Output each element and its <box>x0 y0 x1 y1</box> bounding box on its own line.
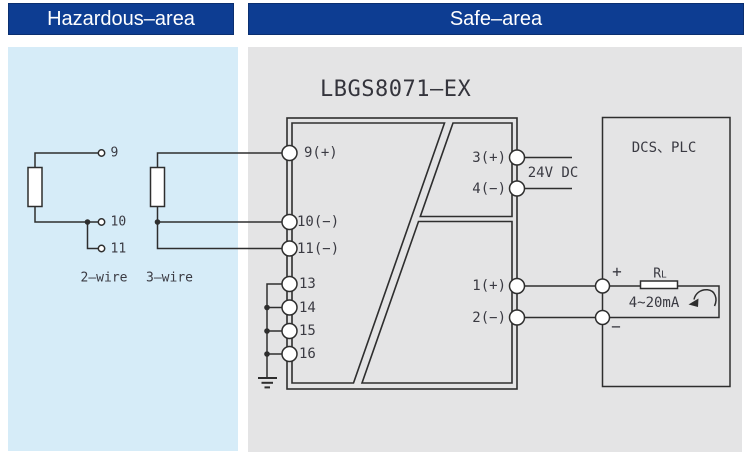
terminal-label-11minus: 11(−) <box>297 240 340 257</box>
terminal-label-4minus: 4(−) <box>472 180 506 197</box>
device-title: LBGS8071—EX <box>320 77 472 102</box>
terminal-label-13: 13 <box>299 276 316 292</box>
two-wire-caption: 2–wire <box>80 270 128 285</box>
dcs-plc-label: DCS、PLC <box>631 139 697 156</box>
three-wire-caption: 3–wire <box>146 270 193 285</box>
minus-sign-label: − <box>611 317 621 336</box>
terminal-label-14: 14 <box>299 299 316 316</box>
hazardous-area-label: Hazardous–area <box>47 7 195 30</box>
power-supply-label: 24V DC <box>527 164 579 181</box>
terminal-label-9plus: 9(+) <box>304 145 338 161</box>
safe-area-header: Safe–area <box>248 3 744 35</box>
sensor-terminal-number-11: 11 <box>110 241 127 256</box>
terminal-label-10minus: 10(−) <box>297 214 340 230</box>
terminal-label-3plus: 3(+) <box>472 149 506 166</box>
current-range-label: 4~20mA <box>628 294 680 311</box>
terminal-label-15: 15 <box>299 323 316 339</box>
terminal-label-2minus: 2(−) <box>472 309 506 326</box>
hazardous-area-header: Hazardous–area <box>8 3 234 35</box>
terminal-label-16: 16 <box>299 346 316 362</box>
terminal-label-1plus: 1(+) <box>472 278 506 294</box>
sensor-terminal-number-9: 9 <box>110 145 119 161</box>
sensor-terminal-number-10: 10 <box>110 214 127 230</box>
plus-sign-label: + <box>612 261 622 281</box>
safe-area-label: Safe–area <box>449 7 543 30</box>
load-resistor-label: RL <box>653 266 667 281</box>
